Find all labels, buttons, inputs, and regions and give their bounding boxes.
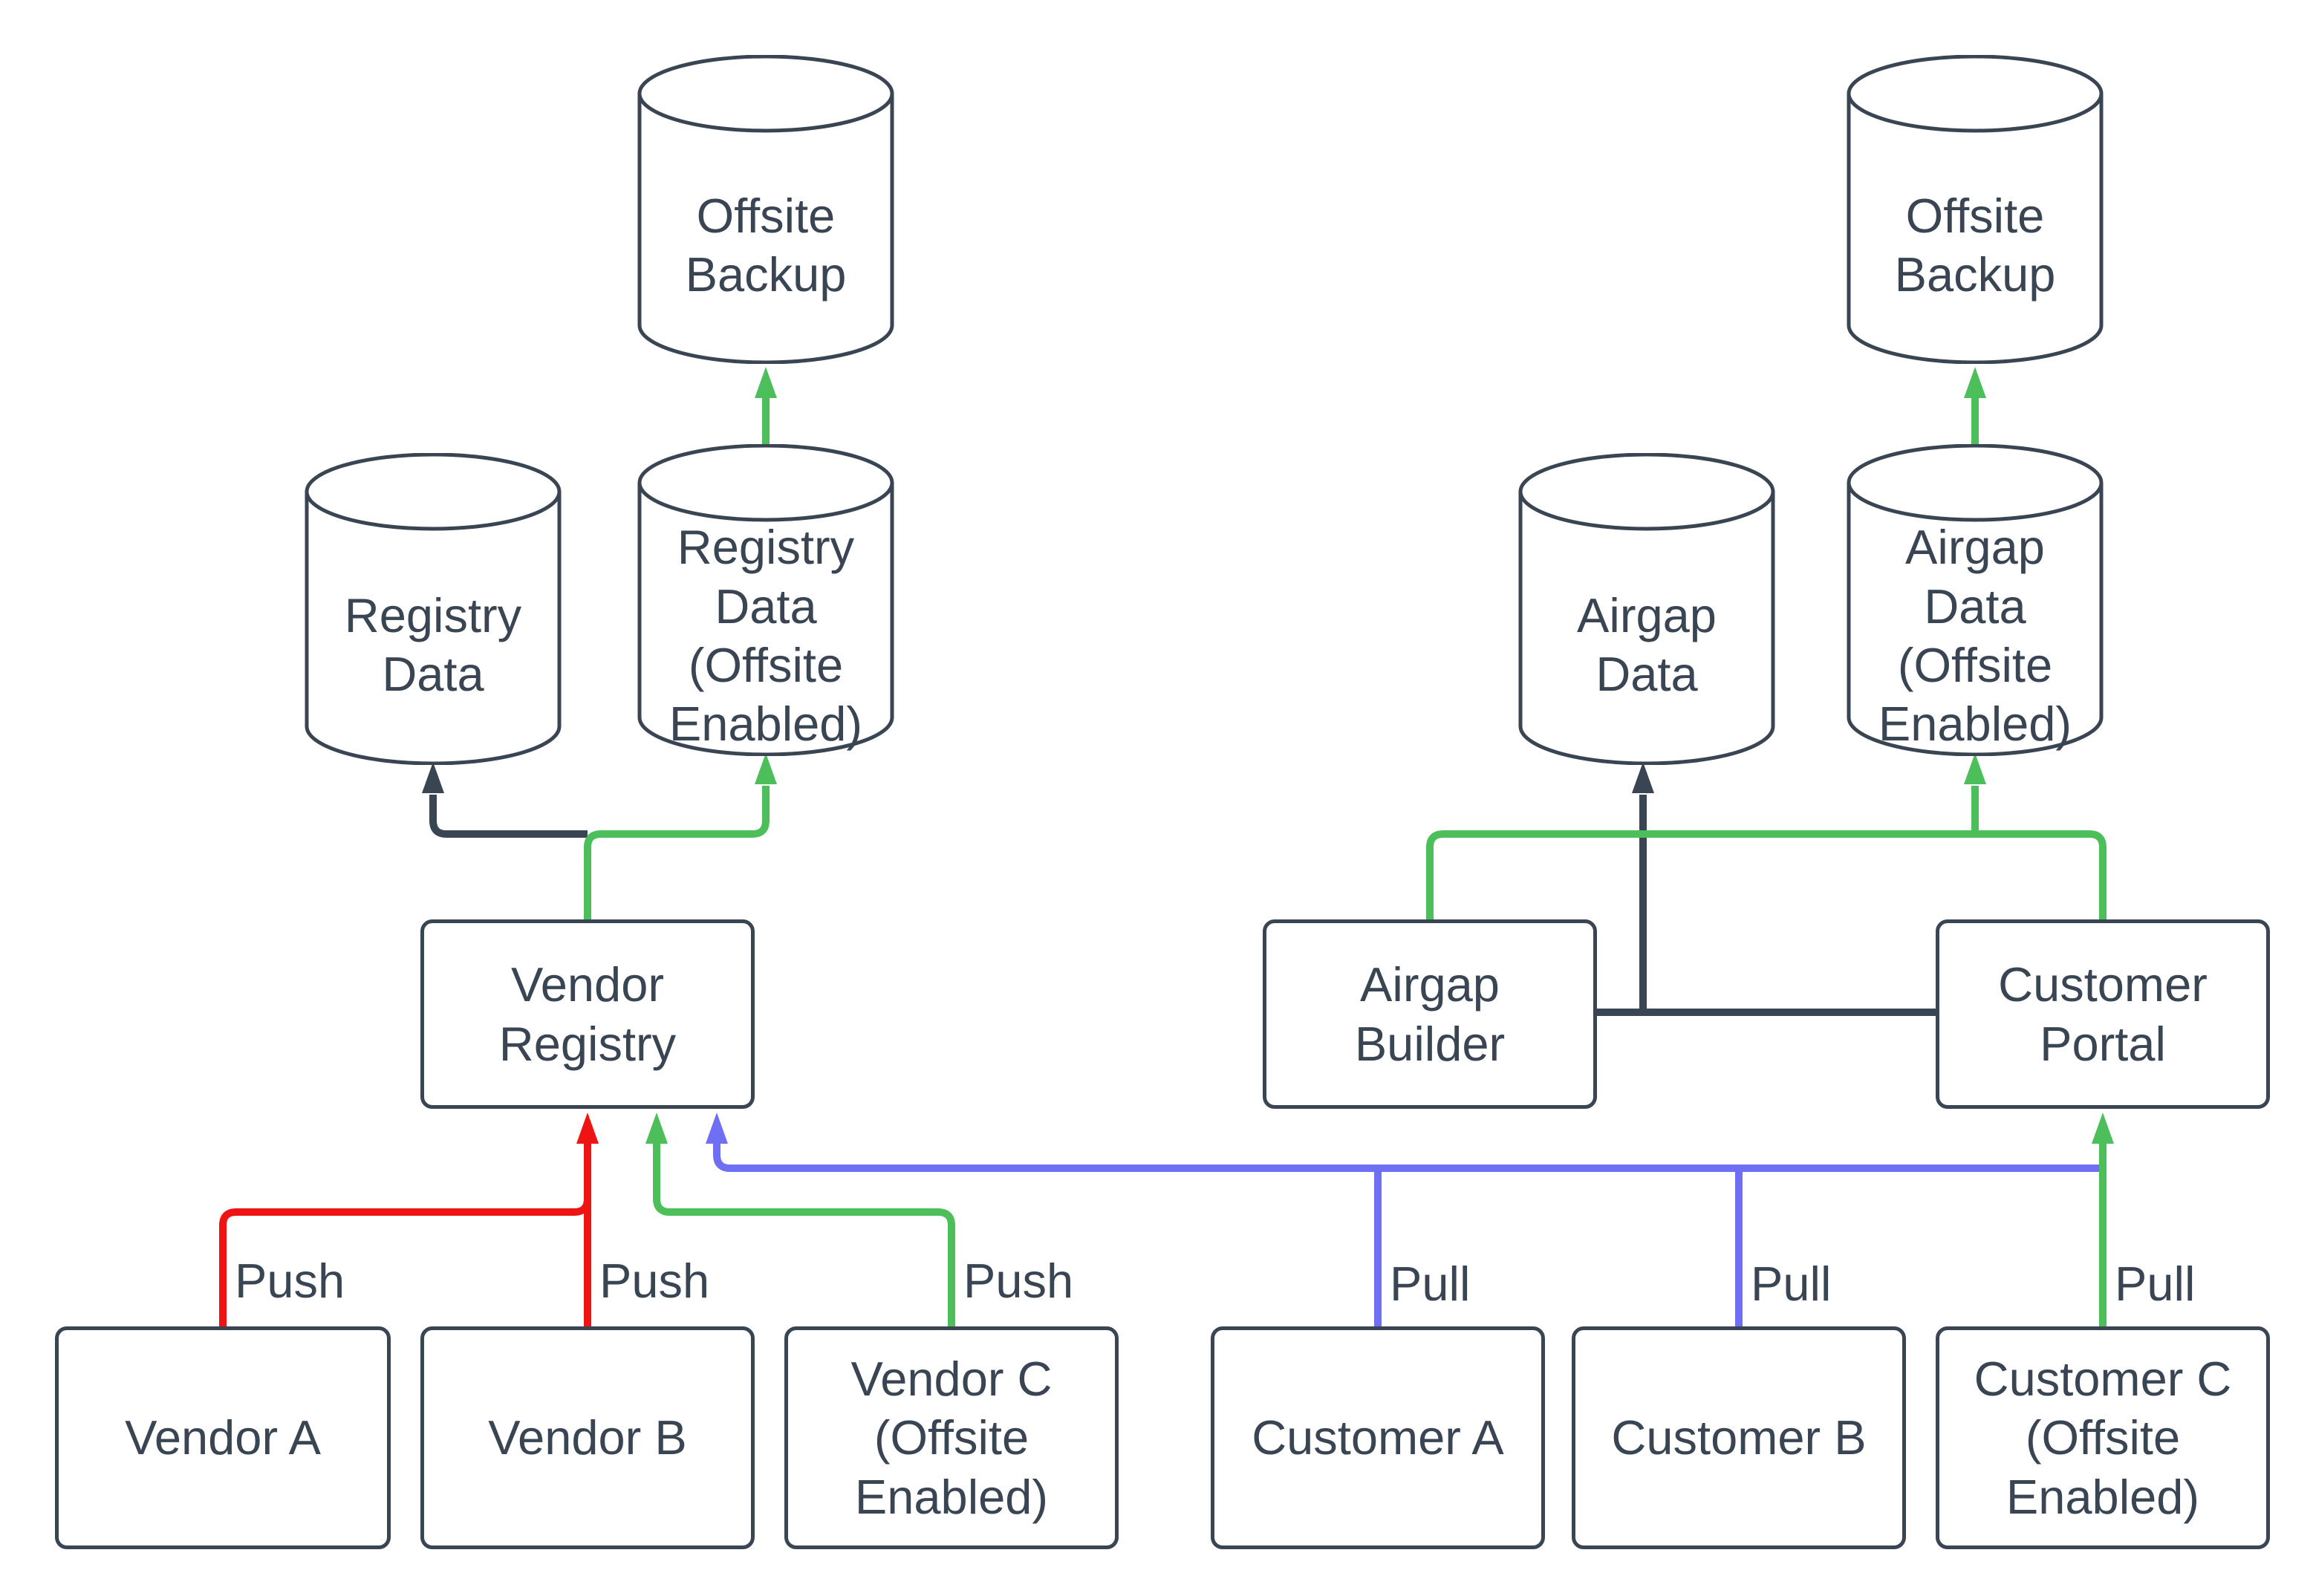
edge-registry-offsite-to-backup xyxy=(755,367,777,444)
green-arrowhead-offsite-backup-right xyxy=(1964,367,1986,398)
dark-arrowhead-registry-data xyxy=(422,762,444,793)
registry-data-cylinder: Registry Data xyxy=(305,453,562,765)
cylinder-label: Airgap Data (Offsite Enabled) xyxy=(1878,520,2072,752)
box-label: Customer B xyxy=(1611,1410,1867,1465)
blue-arrowhead-vendor-registry xyxy=(706,1113,728,1144)
cylinder-label: Offsite Backup xyxy=(685,188,847,302)
customer-c-box: Customer C (Offsite Enabled) xyxy=(1936,1326,2270,1549)
edge-airgap-offsite-to-backup xyxy=(1964,367,1986,444)
box-label: Customer C (Offsite Enabled) xyxy=(1974,1352,2232,1524)
cylinder-label: Registry Data xyxy=(344,587,522,701)
green-arrowhead-offsite-backup-left xyxy=(755,367,777,398)
box-label: Vendor B xyxy=(488,1410,687,1465)
red-arrowhead-vendor-registry xyxy=(576,1113,599,1144)
edge-customer-c-pull-green xyxy=(2092,1113,2114,1329)
push-label-vendor-b: Push xyxy=(599,1254,710,1308)
cylinder-shape xyxy=(305,453,562,765)
dark-line-registry-data xyxy=(429,795,588,838)
cylinder-shape xyxy=(1847,444,2104,756)
airgap-data-offsite-cylinder: Airgap Data (Offsite Enabled) xyxy=(1847,444,2104,756)
edge-builders-to-airgap-data xyxy=(1597,762,1936,1016)
box-label: Customer Portal xyxy=(1998,957,2208,1071)
edge-vendor-registry-to-registry-data-offsite xyxy=(584,753,777,919)
vendor-b-box: Vendor B xyxy=(420,1326,755,1549)
airgap-data-cylinder: Airgap Data xyxy=(1518,453,1775,765)
edge-vendor-registry-to-registry-data xyxy=(422,762,588,838)
green-rail-airgap-offsite xyxy=(1426,830,2107,919)
pull-label-customer-c: Pull xyxy=(2115,1257,2196,1311)
pull-label-customer-b: Pull xyxy=(1751,1257,1832,1311)
pull-label-customer-a: Pull xyxy=(1390,1257,1471,1311)
push-label-vendor-c: Push xyxy=(963,1254,1074,1308)
vendor-a-box: Vendor A xyxy=(55,1326,391,1549)
blue-pull-rail xyxy=(713,1144,2103,1172)
customer-b-box: Customer B xyxy=(1572,1326,1906,1549)
edge-vendors-push-red xyxy=(219,1113,599,1329)
green-arrowhead-registry-data-offsite xyxy=(755,753,777,784)
cylinder-label: Airgap Data xyxy=(1577,587,1717,701)
edge-vendor-c-push-green xyxy=(645,1113,955,1329)
box-label: Vendor C (Offsite Enabled) xyxy=(850,1352,1053,1524)
box-label: Customer A xyxy=(1252,1410,1504,1465)
box-label: Vendor A xyxy=(125,1410,321,1465)
cylinder-shape xyxy=(1847,55,2104,364)
green-arrowhead-customer-portal xyxy=(2092,1113,2114,1144)
cylinder-shape xyxy=(637,55,894,364)
cylinder-label: Offsite Backup xyxy=(1894,188,2056,302)
customer-a-box: Customer A xyxy=(1211,1326,1545,1549)
vendor-registry-box: Vendor Registry xyxy=(420,919,755,1109)
push-label-vendor-a: Push xyxy=(235,1254,345,1308)
offsite-backup-right-cylinder: Offsite Backup xyxy=(1847,55,2104,364)
green-arrowhead-vendor-registry xyxy=(645,1113,668,1144)
box-label: Airgap Builder xyxy=(1354,957,1506,1071)
cylinder-shape xyxy=(637,444,894,756)
green-push-vendor-c xyxy=(653,1144,955,1329)
offsite-backup-left-cylinder: Offsite Backup xyxy=(637,55,894,364)
edge-builders-to-airgap-data-offsite xyxy=(1426,753,2107,919)
cylinder-shape xyxy=(1518,453,1775,765)
green-arrowhead-airgap-data-offsite xyxy=(1964,753,1986,784)
dark-arrowhead-airgap-data xyxy=(1632,762,1654,793)
customer-portal-box: Customer Portal xyxy=(1936,919,2270,1109)
vendor-c-box: Vendor C (Offsite Enabled) xyxy=(784,1326,1119,1549)
green-line-registry-data-offsite xyxy=(584,786,770,919)
cylinder-label: Registry Data (Offsite Enabled) xyxy=(668,520,863,752)
box-label: Vendor Registry xyxy=(498,957,677,1071)
registry-data-offsite-cylinder: Registry Data (Offsite Enabled) xyxy=(637,444,894,756)
airgap-builder-box: Airgap Builder xyxy=(1263,919,1597,1109)
